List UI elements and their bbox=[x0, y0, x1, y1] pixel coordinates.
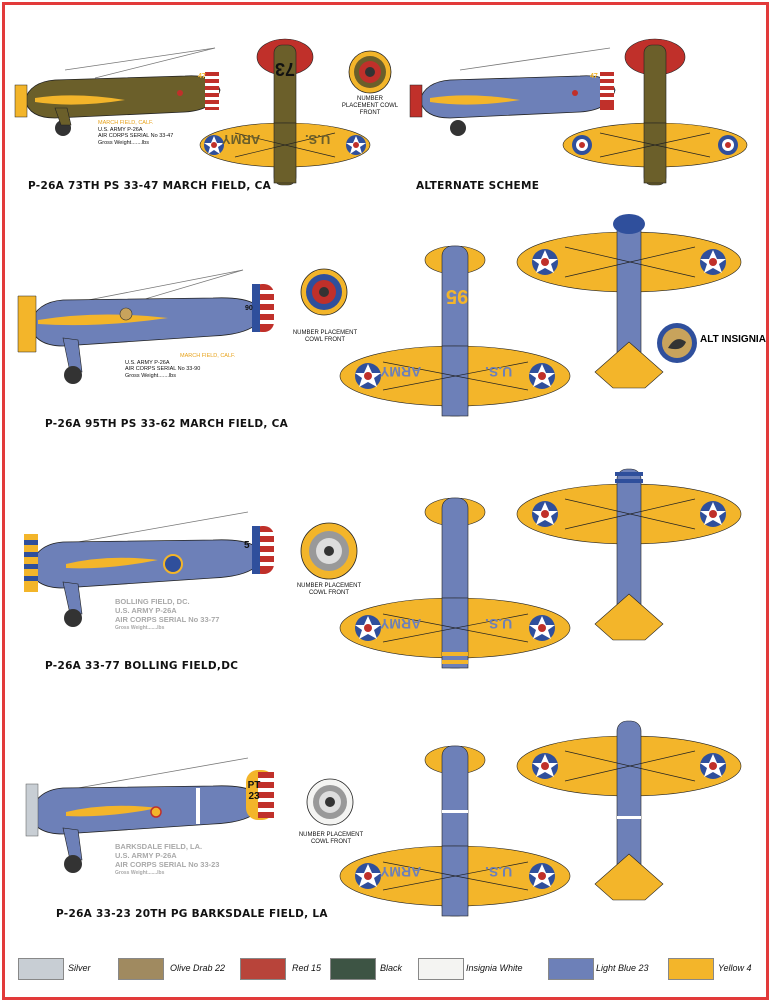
swatch-yellow bbox=[668, 958, 714, 980]
side-view-row2 bbox=[17, 269, 274, 384]
wing-army-row1: ARMY bbox=[222, 132, 261, 147]
caption-alternate: ALTERNATE SCHEME bbox=[416, 180, 540, 192]
side-text-row1: MARCH FIELD, CALF. U.S. ARMY P-26A AIR C… bbox=[98, 120, 173, 146]
swatch-label: Red 15 bbox=[292, 963, 322, 973]
wing-us-row1: U.S. bbox=[305, 132, 331, 147]
swatch-silver bbox=[18, 958, 64, 980]
cowl-label-row4: NUMBER PLACEMENT COWL FRONT bbox=[298, 832, 364, 845]
fuselage-number-row4: PT 23 bbox=[247, 780, 261, 802]
swatch-label: Light Blue 23 bbox=[596, 963, 649, 973]
bottom-view-row2 bbox=[516, 214, 742, 389]
fuselage-number-row3: 5 bbox=[244, 540, 250, 551]
serial: AIR CORPS SERIAL No 33-77 bbox=[115, 615, 220, 624]
bottom-view-row4 bbox=[516, 720, 742, 901]
wing-army-row3: ARMY bbox=[380, 616, 422, 632]
cowl-front-row4 bbox=[306, 778, 354, 826]
gross-weight: Gross Weight.......lbs bbox=[115, 625, 165, 631]
swatch-label: Yellow 4 bbox=[718, 963, 752, 973]
swatch-black bbox=[330, 958, 376, 980]
swatch-light-blue bbox=[548, 958, 594, 980]
top-view-row2 bbox=[339, 245, 571, 417]
cowl-label-row1: NUMBER PLACEMENT COWL FRONT bbox=[341, 96, 399, 116]
side-text-row3: BOLLING FIELD, DC. U.S. ARMY P-26A AIR C… bbox=[115, 597, 219, 633]
top-view-alternate bbox=[562, 38, 748, 186]
bottom-view-row3 bbox=[516, 468, 742, 641]
gross-weight: Gross Weight.......lbs bbox=[98, 139, 149, 146]
alt-insignia-icon bbox=[657, 323, 697, 363]
alternate-number: 47 bbox=[590, 73, 598, 80]
caption-row2: P-26A 95TH PS 33-62 MARCH FIELD, CA bbox=[45, 418, 289, 430]
swatch-label: Silver bbox=[68, 963, 91, 973]
wing-us-row2: U.S. bbox=[485, 364, 513, 380]
tail-number-row1: 73 bbox=[275, 59, 296, 79]
cowl-label-row2: NUMBER PLACEMENT COWL FRONT bbox=[292, 330, 358, 343]
cowl-front-row3 bbox=[300, 522, 358, 580]
field-name: BOLLING FIELD, DC. bbox=[115, 597, 190, 606]
side-text-row2: MARCH FIELD, CALF. U.S. ARMY P-26A AIR C… bbox=[125, 353, 235, 379]
wing-army-row2: ARMY bbox=[380, 364, 422, 380]
field-name: MARCH FIELD, CALF. bbox=[98, 120, 154, 126]
cowl-front-row2 bbox=[300, 268, 348, 316]
color-legend: Silver Olive Drab 22 Red 15 Black Insign… bbox=[18, 958, 758, 980]
fuselage-number-row1: 47 bbox=[198, 73, 206, 80]
wing-us-row3: U.S. bbox=[485, 616, 513, 632]
swatch-insignia-white bbox=[418, 958, 464, 980]
gross-weight: Gross Weight.......lbs bbox=[115, 870, 165, 876]
caption-row3: P-26A 33-77 BOLLING FIELD,DC bbox=[45, 660, 239, 672]
wing-us-row4: U.S. bbox=[485, 864, 513, 880]
serial: AIR CORPS SERIAL No 33-23 bbox=[115, 860, 220, 869]
side-view-row3 bbox=[24, 511, 274, 627]
swatch-label: Insignia White bbox=[466, 963, 523, 973]
top-view-olive bbox=[199, 38, 371, 186]
field-name: BARKSDALE FIELD, LA. bbox=[115, 842, 203, 851]
swatch-olive-drab bbox=[118, 958, 164, 980]
cowl-label-row3: NUMBER PLACEMENT COWL FRONT bbox=[296, 583, 362, 596]
army-type: U.S. ARMY P-26A bbox=[115, 606, 177, 615]
side-text-row4: BARKSDALE FIELD, LA. U.S. ARMY P-26A AIR… bbox=[115, 842, 219, 878]
top-view-row4 bbox=[339, 745, 571, 917]
army-type: U.S. ARMY P-26A bbox=[115, 851, 177, 860]
swatch-red bbox=[240, 958, 286, 980]
top-view-row3 bbox=[339, 497, 571, 669]
side-view-olive bbox=[14, 47, 221, 136]
fuselage-number-row2: 90 bbox=[245, 305, 253, 312]
side-view-row4 bbox=[25, 757, 274, 873]
army-type: U.S. ARMY P-26A bbox=[125, 359, 170, 366]
serial: AIR CORPS SERIAL No 33-90 bbox=[125, 366, 201, 372]
caption-row1: P-26A 73TH PS 33-47 MARCH FIELD, CA bbox=[28, 180, 272, 192]
gross-weight: Gross Weight.......lbs bbox=[125, 372, 176, 379]
army-type: U.S. ARMY P-26A bbox=[98, 126, 143, 133]
alt-insignia-label: ALT INSIGNIA bbox=[700, 334, 766, 345]
serial: AIR CORPS SERIAL No 33-47 bbox=[98, 133, 174, 139]
cowl-front-row1 bbox=[348, 50, 392, 94]
tail-number-row2: 95 bbox=[446, 285, 469, 307]
field-name: MARCH FIELD, CALF. bbox=[180, 353, 236, 359]
swatch-label: Black bbox=[380, 963, 403, 973]
swatch-label: Olive Drab 22 bbox=[170, 963, 226, 973]
side-view-alternate bbox=[409, 47, 616, 136]
wing-army-row4: ARMY bbox=[380, 864, 422, 880]
caption-row4: P-26A 33-23 20TH PG BARKSDALE FIELD, LA bbox=[56, 908, 328, 920]
